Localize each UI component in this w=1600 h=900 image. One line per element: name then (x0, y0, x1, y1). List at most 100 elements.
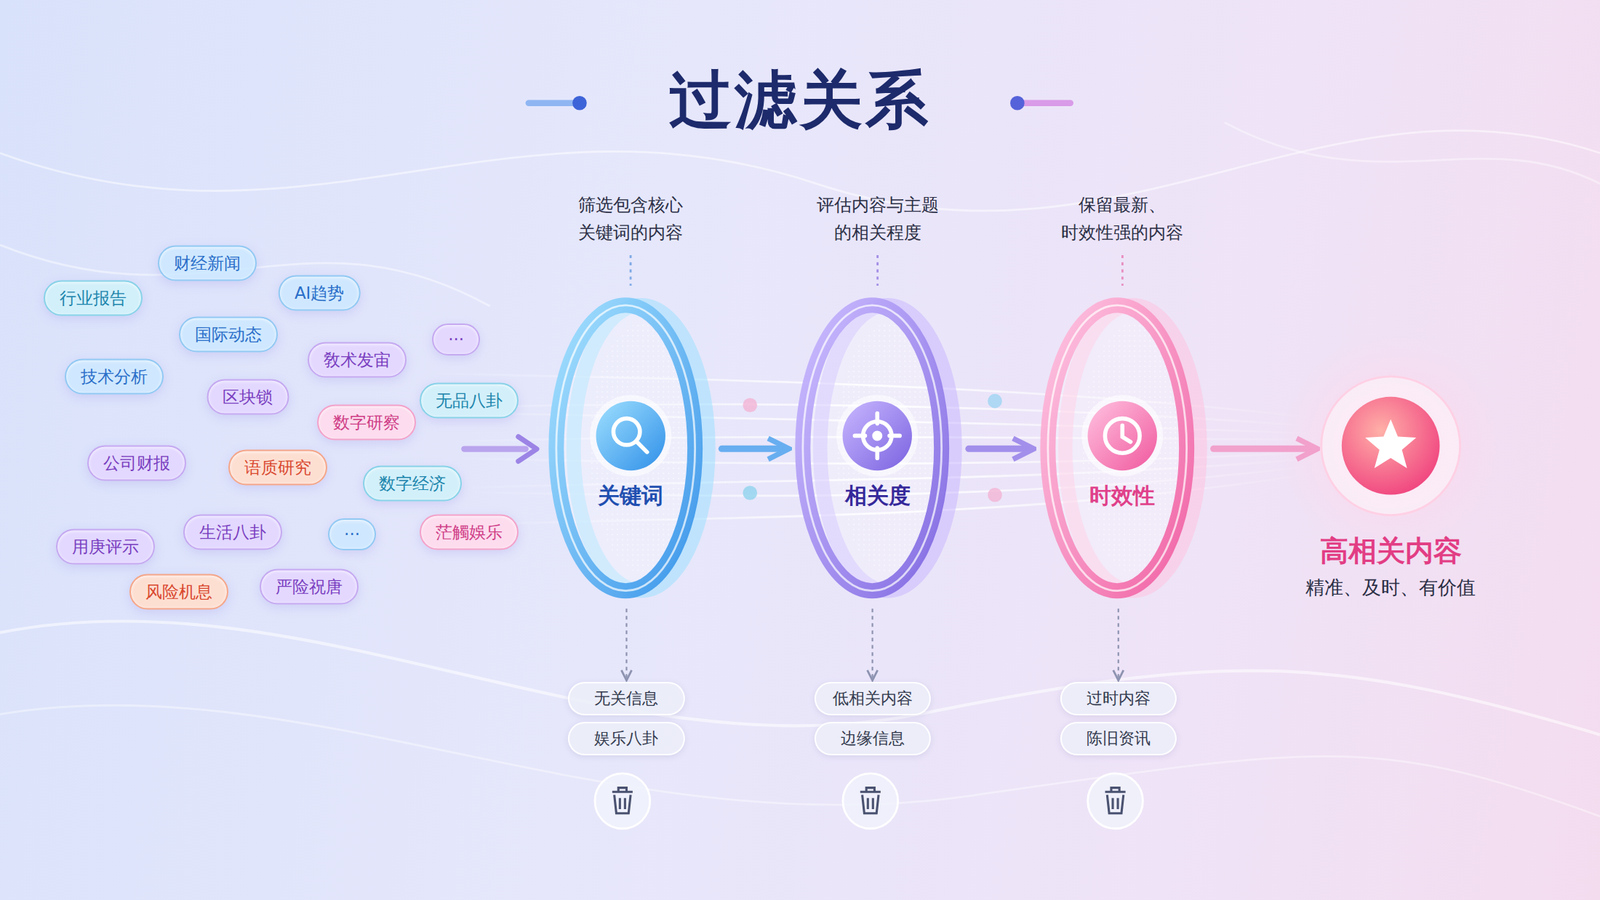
ellipse-shape (1048, 305, 1187, 592)
chip-text: 语质研究 (244, 457, 312, 477)
icon (613, 418, 647, 453)
circle-shape (1105, 418, 1141, 454)
icon (855, 413, 901, 459)
path-part (629, 255, 632, 286)
path-shape (1105, 788, 1126, 814)
pill-text: 边缘信息 (840, 729, 905, 748)
path-part (0, 621, 1600, 735)
topic-chip: 区块锁 (206, 378, 289, 415)
circle-part (987, 394, 1003, 409)
chip-text: 国际动态 (194, 325, 262, 344)
path-part (876, 255, 879, 286)
chip-text: 数字经济 (378, 474, 446, 494)
topic-chip: 语质研究 (228, 449, 328, 486)
filter-description: 评估内容与主题 的相关程度 (816, 192, 939, 246)
topic-chip: 财经新闻 (157, 245, 257, 281)
g-part (594, 773, 1143, 830)
chip-text: 茫觸娛乐 (435, 522, 503, 542)
discard-pill: 边缘信息 (813, 722, 931, 756)
path-part (1121, 255, 1124, 286)
circle-shape (589, 395, 672, 478)
rect-part (1017, 100, 1074, 107)
icon (1105, 418, 1141, 454)
topic-chip: 茫觸娛乐 (419, 514, 519, 551)
chip-text: ··· (344, 525, 360, 544)
ellipse-shape (556, 305, 696, 592)
discard-pill: 过时内容 (1060, 682, 1177, 716)
chip-text: AI趋势 (294, 282, 345, 302)
topic-chip: 公司财报 (87, 445, 187, 481)
path-shape (1122, 426, 1131, 443)
discard-pill: 陈旧资讯 (1060, 722, 1177, 756)
filter-label: 关键词 (544, 481, 718, 512)
chip-text: 生活八卦 (199, 522, 267, 542)
ellipse-shape (802, 305, 942, 592)
chip-text: 风险机息 (145, 581, 213, 601)
ellipse-shape (556, 305, 696, 592)
circle-shape (594, 773, 651, 830)
chip-text: 敎术发宙 (323, 350, 391, 370)
diagram-title: 过滤关系 (0, 58, 1600, 144)
circle-shape (842, 773, 899, 830)
discard-pill: 无关信息 (568, 682, 685, 716)
chip-text: ··· (448, 330, 464, 350)
filter-description: 筛选包含核心 关键词的内容 (578, 192, 683, 246)
ring-shape (1035, 293, 1210, 605)
star-icon (1365, 419, 1416, 469)
topic-chip: 数字经济 (362, 466, 462, 502)
chip-text: 技术分析 (80, 366, 148, 386)
topic-chip: 国际动态 (178, 317, 278, 353)
circle-shape (874, 433, 880, 440)
path-part (0, 130, 1600, 211)
flow-connector (968, 445, 1032, 453)
chip-text: 公司财报 (103, 453, 171, 472)
ring-shape (790, 293, 965, 605)
circle-shape (1081, 395, 1163, 478)
filter-label: 相关度 (790, 481, 965, 512)
chip-text: 行业报告 (59, 288, 127, 307)
path-part (464, 445, 526, 452)
path-shape (612, 788, 633, 814)
ellipse-shape (802, 305, 942, 592)
flow-connector (872, 608, 874, 680)
flow-connector (1213, 445, 1316, 453)
filter-description: 保留最新、 时效性强的内容 (1061, 192, 1184, 246)
result-subtitle: 精准、及时、有价值 (1305, 575, 1476, 601)
chip-text: 财经新闻 (173, 253, 241, 272)
topic-chip: ··· (328, 518, 376, 551)
circle-shape (863, 421, 892, 451)
topic-chip: AI趋势 (278, 274, 361, 311)
chip-text: 数字研察 (333, 412, 400, 432)
circle-shape (1341, 397, 1440, 496)
topic-chip: 风险机息 (129, 573, 229, 610)
topic-chip: 数字研察 (317, 404, 416, 440)
flow-connector (625, 608, 627, 680)
topic-chip: ··· (432, 323, 480, 356)
pill-text: 娱乐八卦 (594, 729, 659, 748)
pill-text: 陈旧资讯 (1086, 729, 1151, 748)
path-part (0, 705, 1600, 817)
discard-pill: 娱乐八卦 (568, 722, 685, 756)
pill-text: 低相关内容 (832, 689, 913, 708)
pill-text: 过时内容 (1086, 689, 1151, 708)
flow-connector (1117, 608, 1120, 680)
circle-shape (1088, 401, 1158, 471)
result-title: 高相关内容 (1305, 531, 1476, 571)
result-texts: 高相关内容精准、及时、有价值 (1305, 527, 1476, 601)
filter-ring: 评估内容与主题 的相关程度相关度 (790, 293, 965, 605)
path-part (518, 437, 537, 462)
result-circle: 高相关内容精准、及时、有价值 (1319, 374, 1462, 518)
filter-ring: 筛选包含核心 关键词的内容关键词 (544, 293, 718, 605)
filter-label: 时效性 (1035, 481, 1210, 512)
circle-part (742, 397, 758, 413)
topic-chip: 无品八卦 (419, 383, 519, 419)
circle-shape (842, 401, 912, 471)
chip-text: 严险祝唐 (275, 576, 343, 596)
topic-chip: 敎术发宙 (307, 342, 407, 379)
path-shape (860, 788, 881, 814)
flow-connector (721, 445, 787, 453)
chip-text: 用庚评示 (72, 537, 139, 557)
result-shape (1319, 374, 1462, 518)
